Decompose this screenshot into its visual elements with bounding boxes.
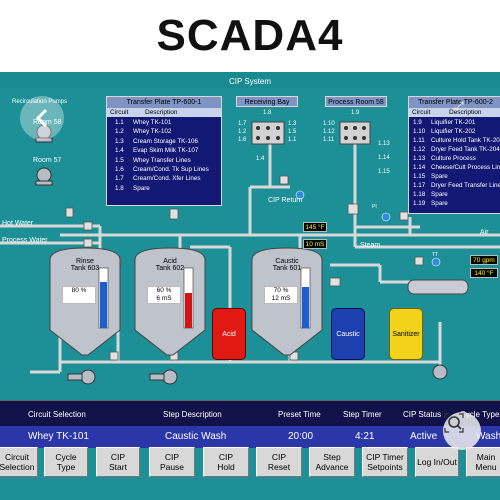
sanitizer-drum: Sanitizer (389, 308, 423, 360)
col-circuit: Circuit (412, 109, 431, 116)
step-advance-button[interactable]: Step Advance (309, 447, 355, 477)
value-cip-status: Active (410, 431, 438, 442)
tank-602-readout: 60 %6 mS (147, 286, 181, 304)
status-header-bar: Circuit Selection Step Description Prese… (0, 400, 500, 426)
header-step-description: Step Description (163, 410, 222, 419)
main-menu-button[interactable]: Main Menu (466, 447, 500, 477)
acid-drum: Acid (212, 308, 246, 360)
col-description: Description (145, 109, 178, 116)
transfer-plate-1-panel: Transfer Plate TP-600-1 Circuit Descripti… (106, 96, 222, 206)
col-description: Description (449, 109, 482, 116)
value-cycle-type: Wash (476, 431, 500, 442)
recirc-label: Recirculation Pumps (12, 99, 68, 105)
value-step: Caustic Wash (165, 431, 227, 442)
tank-603-readout: 80 % (62, 286, 96, 304)
value-circuit: Whey TK-101 (28, 431, 89, 442)
tank-602-name: Acid Tank 602 (155, 258, 185, 272)
caustic-drum: Caustic (331, 308, 365, 360)
tank-603-name: Rinse Tank 603 (70, 258, 100, 272)
tt-label: TT (432, 252, 439, 258)
col-circuit: Circuit (110, 109, 129, 116)
cip-timer-setpoints-button[interactable]: CIP Timer Setpoints (362, 447, 408, 477)
cip-return-label: CIP Return (268, 197, 303, 204)
hot-water-label: Hot Water (2, 220, 34, 227)
recirc-room-58: Room 58 (33, 119, 62, 126)
recirc-room-57: Room 57 (33, 157, 62, 164)
process-room-title: Process Room 58 (325, 96, 387, 107)
tank-601-name: Caustic Tank 601 (272, 258, 302, 272)
expand-icon[interactable]: ⤢ (454, 99, 464, 113)
log-in-out-button[interactable]: Log In/Out (415, 447, 459, 477)
steam-label: Steam (360, 242, 381, 249)
flow-readout: 70 gpm (470, 255, 498, 265)
cycle-type-button[interactable]: Cycle Type (44, 447, 88, 477)
tank-601-readout: 70 %12 mS (264, 286, 298, 304)
screen-title: CIP System (229, 77, 271, 86)
circuit-selection-button[interactable]: Circuit Selection (0, 447, 38, 477)
header-cip-status: CIP Status (403, 410, 442, 419)
return-temp-readout: 145 °F (303, 222, 327, 232)
cip-hold-button[interactable]: CIP Hold (203, 447, 249, 477)
panel-title: Transfer Plate TP-600-2 (409, 97, 500, 108)
value-step-timer: 4:21 (355, 431, 375, 442)
pi-label: PI (372, 204, 377, 210)
panel-title: Transfer Plate TP-600-1 (107, 97, 221, 108)
tank-603-level-bar (100, 282, 107, 328)
cip-reset-button[interactable]: CIP Reset (256, 447, 302, 477)
header-circuit-selection: Circuit Selection (28, 410, 86, 419)
transfer-plate-2-panel: Transfer Plate TP-600-2 Circuit Descripti… (408, 96, 500, 214)
process-water-label: Process Water (2, 237, 48, 244)
value-preset-time: 20:00 (288, 431, 314, 442)
return-conductivity-readout: 10 mS (303, 239, 327, 249)
lens-search-button[interactable] (443, 412, 481, 450)
tank-601-level-bar (302, 287, 309, 328)
piping-diagram: CIP System (0, 72, 500, 385)
status-value-bar: Whey TK-101 Caustic Wash 20:00 4:21 Acti… (0, 426, 500, 448)
receiving-bay-title: Receiving Bay (236, 96, 298, 107)
back-button[interactable] (20, 96, 64, 140)
supply-temp-readout: 140 °F (470, 268, 498, 278)
cip-pause-button[interactable]: CIP Pause (149, 447, 195, 477)
scada-screen: CIP System (0, 72, 500, 500)
lens-search-icon (444, 413, 464, 433)
tank-602-level-bar (185, 293, 192, 328)
header-cycle-type: Cycle Type (460, 410, 500, 419)
cip-start-button[interactable]: CIP Start (96, 447, 140, 477)
page-title: SCADA4 (156, 11, 344, 60)
chevron-left-icon (35, 108, 48, 128)
header-preset-time: Preset Time (278, 410, 321, 419)
air-label: Air (480, 229, 489, 236)
header-step-timer: Step Timer (343, 410, 382, 419)
